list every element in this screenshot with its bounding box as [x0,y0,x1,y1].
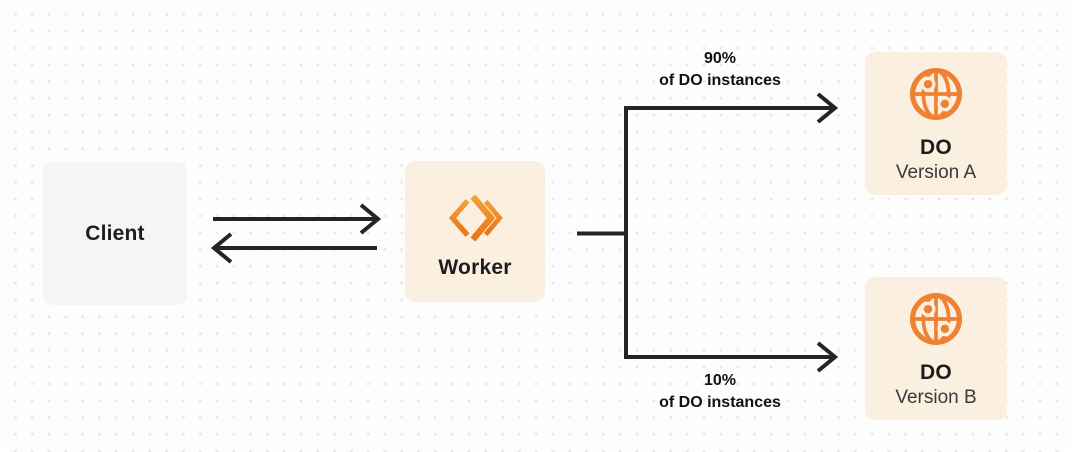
arrow-to-do-version-b [624,341,839,373]
split-top-percent: 90% [703,50,737,67]
split-top-label: 90% of DO instances [610,48,830,92]
globe-icon [909,67,963,120]
do-version-b-node: DO Version B [865,277,1007,420]
split-connector [577,108,628,357]
do-b-title: DO [920,360,952,384]
do-a-subtitle: Version A [895,161,977,183]
do-a-title: DO [920,135,952,159]
split-bottom-percent: 10% [703,372,737,389]
split-bottom-caption: of DO instances [659,394,781,411]
worker-label: Worker [438,255,512,279]
worker-to-client-arrow [210,232,377,264]
client-node: Client [43,162,187,305]
do-b-subtitle: Version B [895,386,977,408]
split-top-caption: of DO instances [659,72,781,89]
arrow-to-do-version-a [624,92,839,124]
workers-logo-icon [448,193,503,242]
worker-node: Worker [405,161,545,302]
client-to-worker-arrow [213,203,382,235]
client-label: Client [85,221,145,245]
globe-icon [909,292,963,345]
do-version-a-node: DO Version A [865,52,1007,195]
split-bottom-label: 10% of DO instances [610,370,830,414]
